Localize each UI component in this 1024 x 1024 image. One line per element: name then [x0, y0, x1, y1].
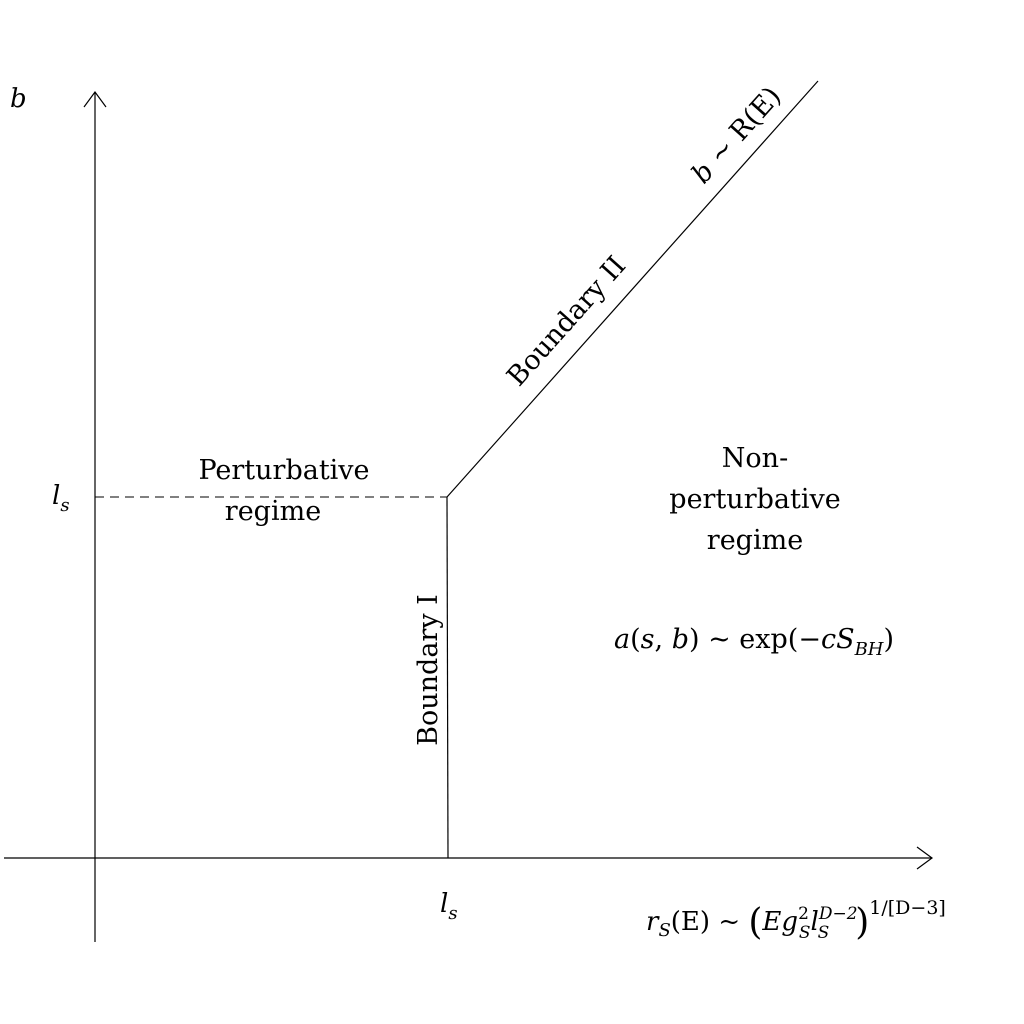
nonperturbative-label-line1: Non-	[722, 443, 788, 474]
x-axis	[4, 846, 934, 870]
boundary-1-label: Boundary I	[413, 594, 444, 746]
y-axis-arrowhead	[83, 90, 107, 108]
boundary-2-line	[446, 80, 819, 498]
x-tick-label: ls	[440, 889, 458, 924]
y-axis	[83, 90, 107, 942]
y-axis-label: b	[10, 84, 27, 114]
boundary-1-line	[446, 496, 449, 859]
x-axis-arrowhead	[916, 846, 934, 870]
perturbative-label-line2: regime	[225, 496, 321, 527]
perturbative-label-line1: Perturbative	[198, 455, 369, 486]
amplitude-formula: a(s, b) ~ exp(−cSBH)	[614, 624, 894, 660]
nonperturbative-label-line3: regime	[707, 525, 803, 556]
boundary-2-relation: b ~ R(E)	[686, 81, 788, 190]
nonperturbative-label-line2: perturbative	[669, 484, 840, 515]
y-tick-label: ls	[52, 481, 70, 516]
boundary-2-label: Boundary II	[501, 250, 632, 392]
